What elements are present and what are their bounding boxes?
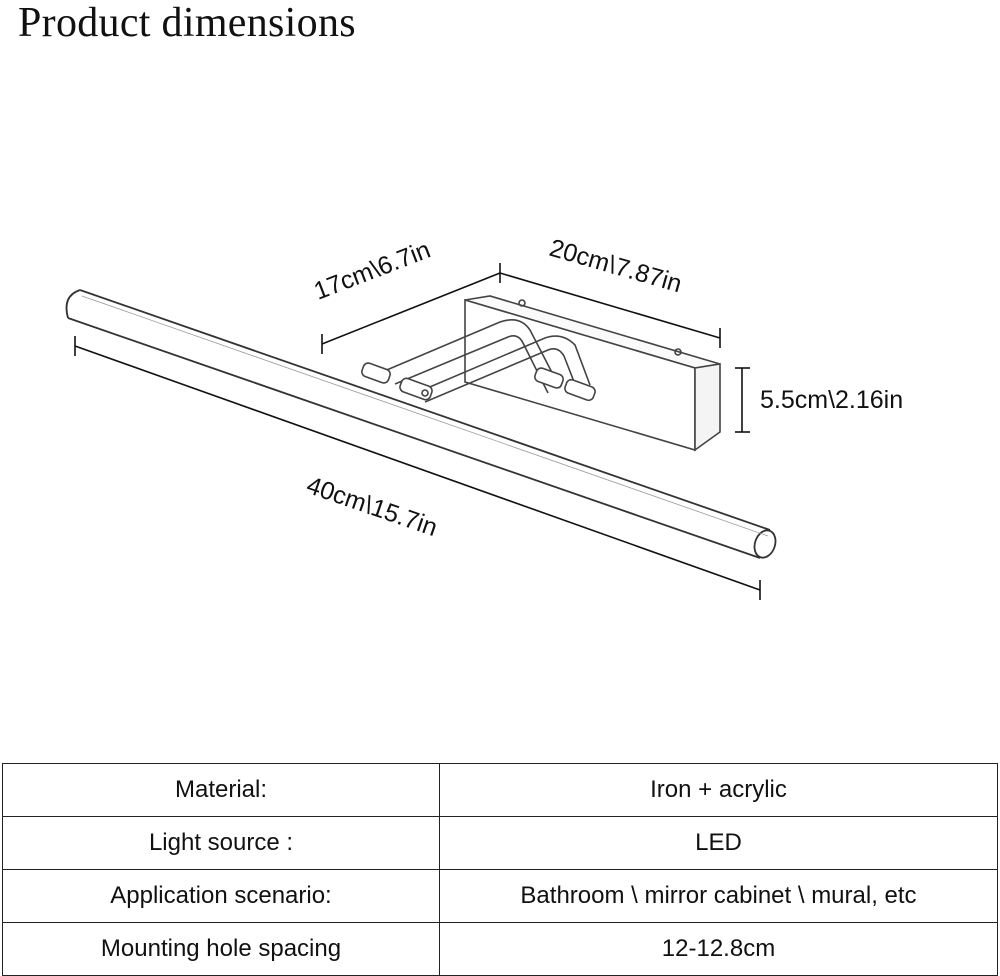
base-height-label: 5.5cm\2.16in	[760, 386, 903, 414]
spec-value: LED	[439, 816, 998, 870]
dimension-lines	[74, 263, 761, 600]
arm-joints	[361, 362, 596, 402]
lamp-dimension-diagram: 17cm\6.7in 20cm\7.87in 5.5cm\2.16in 40cm…	[65, 234, 903, 600]
light-bar	[65, 289, 777, 559]
table-row: Material: Iron + acrylic	[2, 763, 998, 817]
spec-value: 12-12.8cm	[439, 922, 998, 976]
spec-label: Application scenario:	[2, 869, 440, 923]
table-row: Application scenario: Bathroom \ mirror …	[2, 869, 998, 923]
spec-table: Material: Iron + acrylic Light source : …	[2, 763, 998, 976]
page-title: Product dimensions	[18, 0, 356, 46]
spec-value: Bathroom \ mirror cabinet \ mural, etc	[439, 869, 998, 923]
spec-label: Mounting hole spacing	[2, 922, 440, 976]
spec-label: Material:	[2, 763, 440, 817]
spec-value: Iron + acrylic	[439, 763, 998, 817]
base-width-label: 20cm\7.87in	[546, 234, 685, 298]
wall-base	[464, 295, 721, 452]
total-length-label: 40cm\15.7in	[303, 471, 441, 542]
table-row: Light source : LED	[2, 816, 998, 870]
lamp-arms	[381, 319, 591, 403]
table-row: Mounting hole spacing 12-12.8cm	[2, 922, 998, 976]
spec-label: Light source :	[2, 816, 440, 870]
arm-length-label: 17cm\6.7in	[310, 236, 434, 306]
